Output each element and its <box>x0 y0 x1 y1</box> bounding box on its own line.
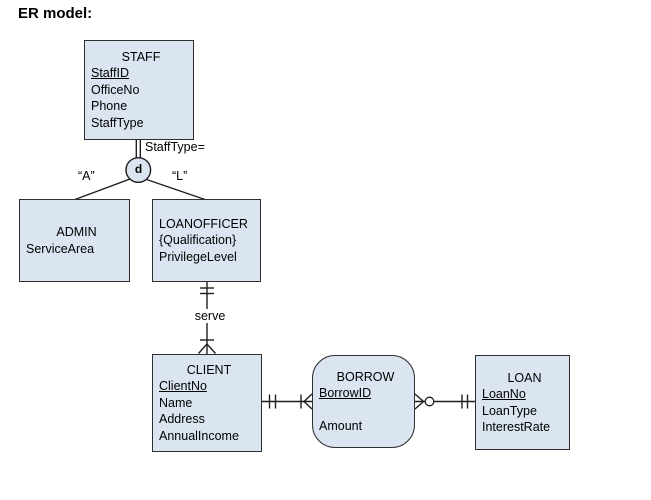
attribute: Name <box>159 395 193 410</box>
entity-name: ADMIN <box>56 225 97 240</box>
entity-client: CLIENT ClientNo Name Address AnnualIncom… <box>152 354 262 452</box>
staff-specialization-double-line <box>135 140 142 160</box>
entity-staff: STAFF StaffID OfficeNo Phone StaffType <box>84 40 194 140</box>
specialization-d-label: d <box>134 162 143 176</box>
page-title: ER model: <box>18 5 93 22</box>
specialization-circle <box>125 156 152 183</box>
attribute: LoanType <box>482 403 537 418</box>
blank-line <box>319 402 412 418</box>
attribute-primary-key: LoanNo <box>482 387 526 402</box>
entity-loanofficer: LOANOFFICER {Qualification} PrivilegeLev… <box>152 199 261 282</box>
entity-name: BORROW <box>336 369 395 384</box>
entity-name: LOAN <box>507 370 542 385</box>
attribute: {Qualification} <box>159 233 237 248</box>
attribute-primary-key: ClientNo <box>159 379 207 394</box>
borrow-loan-connector <box>414 393 475 410</box>
attribute-primary-key: BorrowID <box>319 386 372 401</box>
serve-relationship-label: serve <box>186 309 234 323</box>
entity-name: STAFF <box>121 49 161 64</box>
loanofficer-discriminator-label: “L” <box>172 169 188 183</box>
d-to-admin-line <box>74 178 131 201</box>
serve-connector <box>197 281 217 354</box>
d-to-loanofficer-line <box>146 178 206 201</box>
attribute: Phone <box>91 99 128 114</box>
entity-admin: ADMIN ServiceArea <box>19 199 130 282</box>
entity-name: CLIENT <box>186 362 232 377</box>
attribute: OfficeNo <box>91 82 140 97</box>
attribute: InterestRate <box>482 419 551 434</box>
attribute: ServiceArea <box>26 241 95 256</box>
attribute: StaffType <box>91 115 144 130</box>
attribute: AnnualIncome <box>159 428 239 443</box>
admin-discriminator-label: “A” <box>78 169 95 183</box>
entity-borrow: BORROW BorrowID Amount <box>312 355 415 448</box>
attribute: PrivilegeLevel <box>159 249 237 264</box>
client-borrow-connector <box>262 393 313 410</box>
entity-name: LOANOFFICER <box>159 216 248 231</box>
entity-loan: LOAN LoanNo LoanType InterestRate <box>475 355 570 450</box>
attribute-primary-key: StaffID <box>91 66 129 81</box>
attribute: Amount <box>319 418 363 433</box>
attribute: Address <box>159 412 205 427</box>
specialization-condition-label: StaffType= <box>145 140 205 154</box>
